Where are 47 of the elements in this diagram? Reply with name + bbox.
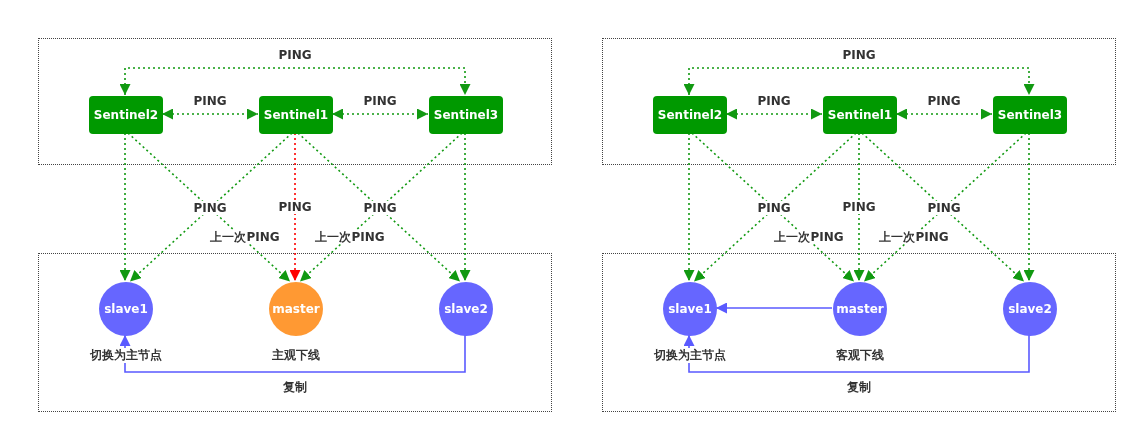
edge-label: PING <box>926 94 962 108</box>
process-box: Sentinel2 <box>653 96 727 134</box>
ping-label: 上一次PING <box>773 230 845 244</box>
edge-label: PING <box>277 200 313 214</box>
arrow <box>683 132 695 282</box>
node-caption: 客观下线 <box>835 348 885 363</box>
arrow <box>119 334 466 373</box>
arrow <box>119 132 131 282</box>
edge-label: PING <box>277 48 313 62</box>
edge-label: PING <box>362 94 398 108</box>
ping-label: PING <box>362 201 398 215</box>
ping-label: PING <box>926 201 962 215</box>
arrow <box>459 132 471 282</box>
arrow <box>725 108 823 120</box>
arrow <box>715 302 833 314</box>
edge-label: 复制 <box>282 380 308 394</box>
ping-label: 上一次PING <box>314 230 386 244</box>
process-box: Sentinel1 <box>259 96 333 134</box>
arrow <box>895 108 993 120</box>
process-box: Sentinel1 <box>823 96 897 134</box>
process-box: Sentinel3 <box>429 96 503 134</box>
arrow <box>683 67 1035 96</box>
node-caption: 主观下线 <box>271 348 321 363</box>
arrow <box>289 132 301 282</box>
ping-label: 上一次PING <box>209 230 281 244</box>
node-caption: 切换为主节点 <box>89 348 163 363</box>
arrow <box>853 132 865 282</box>
group-box <box>602 253 1116 412</box>
arrow <box>683 334 1030 373</box>
arrow <box>331 108 429 120</box>
group-box <box>38 38 552 165</box>
edge-label: PING <box>841 200 877 214</box>
ping-label: PING <box>756 201 792 215</box>
arrow <box>119 67 471 96</box>
edge-label: PING <box>192 94 228 108</box>
arrow <box>161 108 259 120</box>
process-box: Sentinel2 <box>89 96 163 134</box>
process-box: Sentinel3 <box>993 96 1067 134</box>
edge-label: PING <box>756 94 792 108</box>
arrow <box>1023 132 1035 282</box>
ping-label: 上一次PING <box>878 230 950 244</box>
group-box <box>602 38 1116 165</box>
group-box <box>38 253 552 412</box>
ping-label: PING <box>192 201 228 215</box>
node-caption: 切换为主节点 <box>653 348 727 363</box>
edge-label: 复制 <box>846 380 872 394</box>
edge-label: PING <box>841 48 877 62</box>
